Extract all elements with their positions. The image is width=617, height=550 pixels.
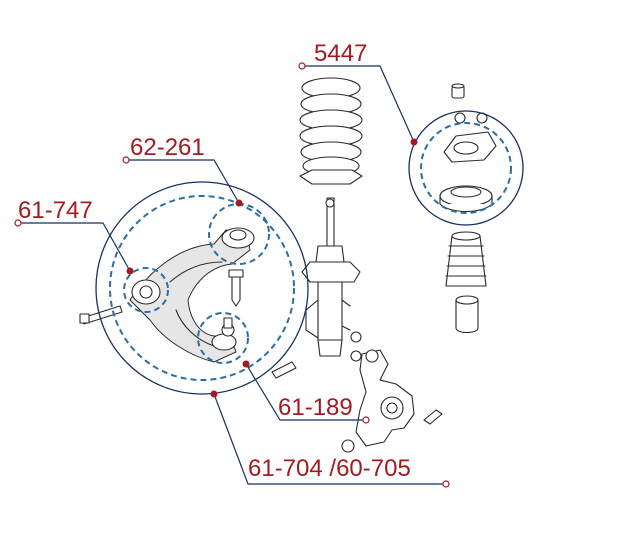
top-mount-parts xyxy=(439,83,497,213)
lower-control-arm xyxy=(129,229,251,363)
top-mount-dashed-circle xyxy=(420,122,512,214)
bump-stop-and-boot xyxy=(445,231,487,334)
steering-knuckle xyxy=(341,349,443,453)
coil-spring xyxy=(299,77,363,185)
leader-control-arm xyxy=(210,390,450,488)
callout-label-control-arm: 61-704 /60-705 xyxy=(248,455,411,482)
control-arm-dashed-circle xyxy=(109,195,295,381)
leader-ball-joint xyxy=(242,360,370,424)
leader-spring xyxy=(298,62,418,146)
ball-joint-dashed-circle xyxy=(197,312,249,364)
control-arm-highlight-circle xyxy=(95,181,309,395)
callout-label-upper-bushing: 62-261 xyxy=(130,134,205,161)
strut-assembly xyxy=(301,197,362,362)
front-bushing-dashed-circle xyxy=(123,267,169,313)
ball-joint-part xyxy=(211,317,237,351)
leader-upper-bushing xyxy=(122,156,243,207)
callout-label-ball-joint: 61-189 xyxy=(278,394,353,421)
callout-label-spring: 5447 xyxy=(314,40,367,67)
upper-bushing-part xyxy=(221,227,255,249)
callout-label-front-bushing: 61-747 xyxy=(18,197,93,224)
top-mount-highlight-circle xyxy=(408,110,524,226)
front-bushing-part xyxy=(131,279,161,305)
leader-front-bushing xyxy=(14,219,134,275)
